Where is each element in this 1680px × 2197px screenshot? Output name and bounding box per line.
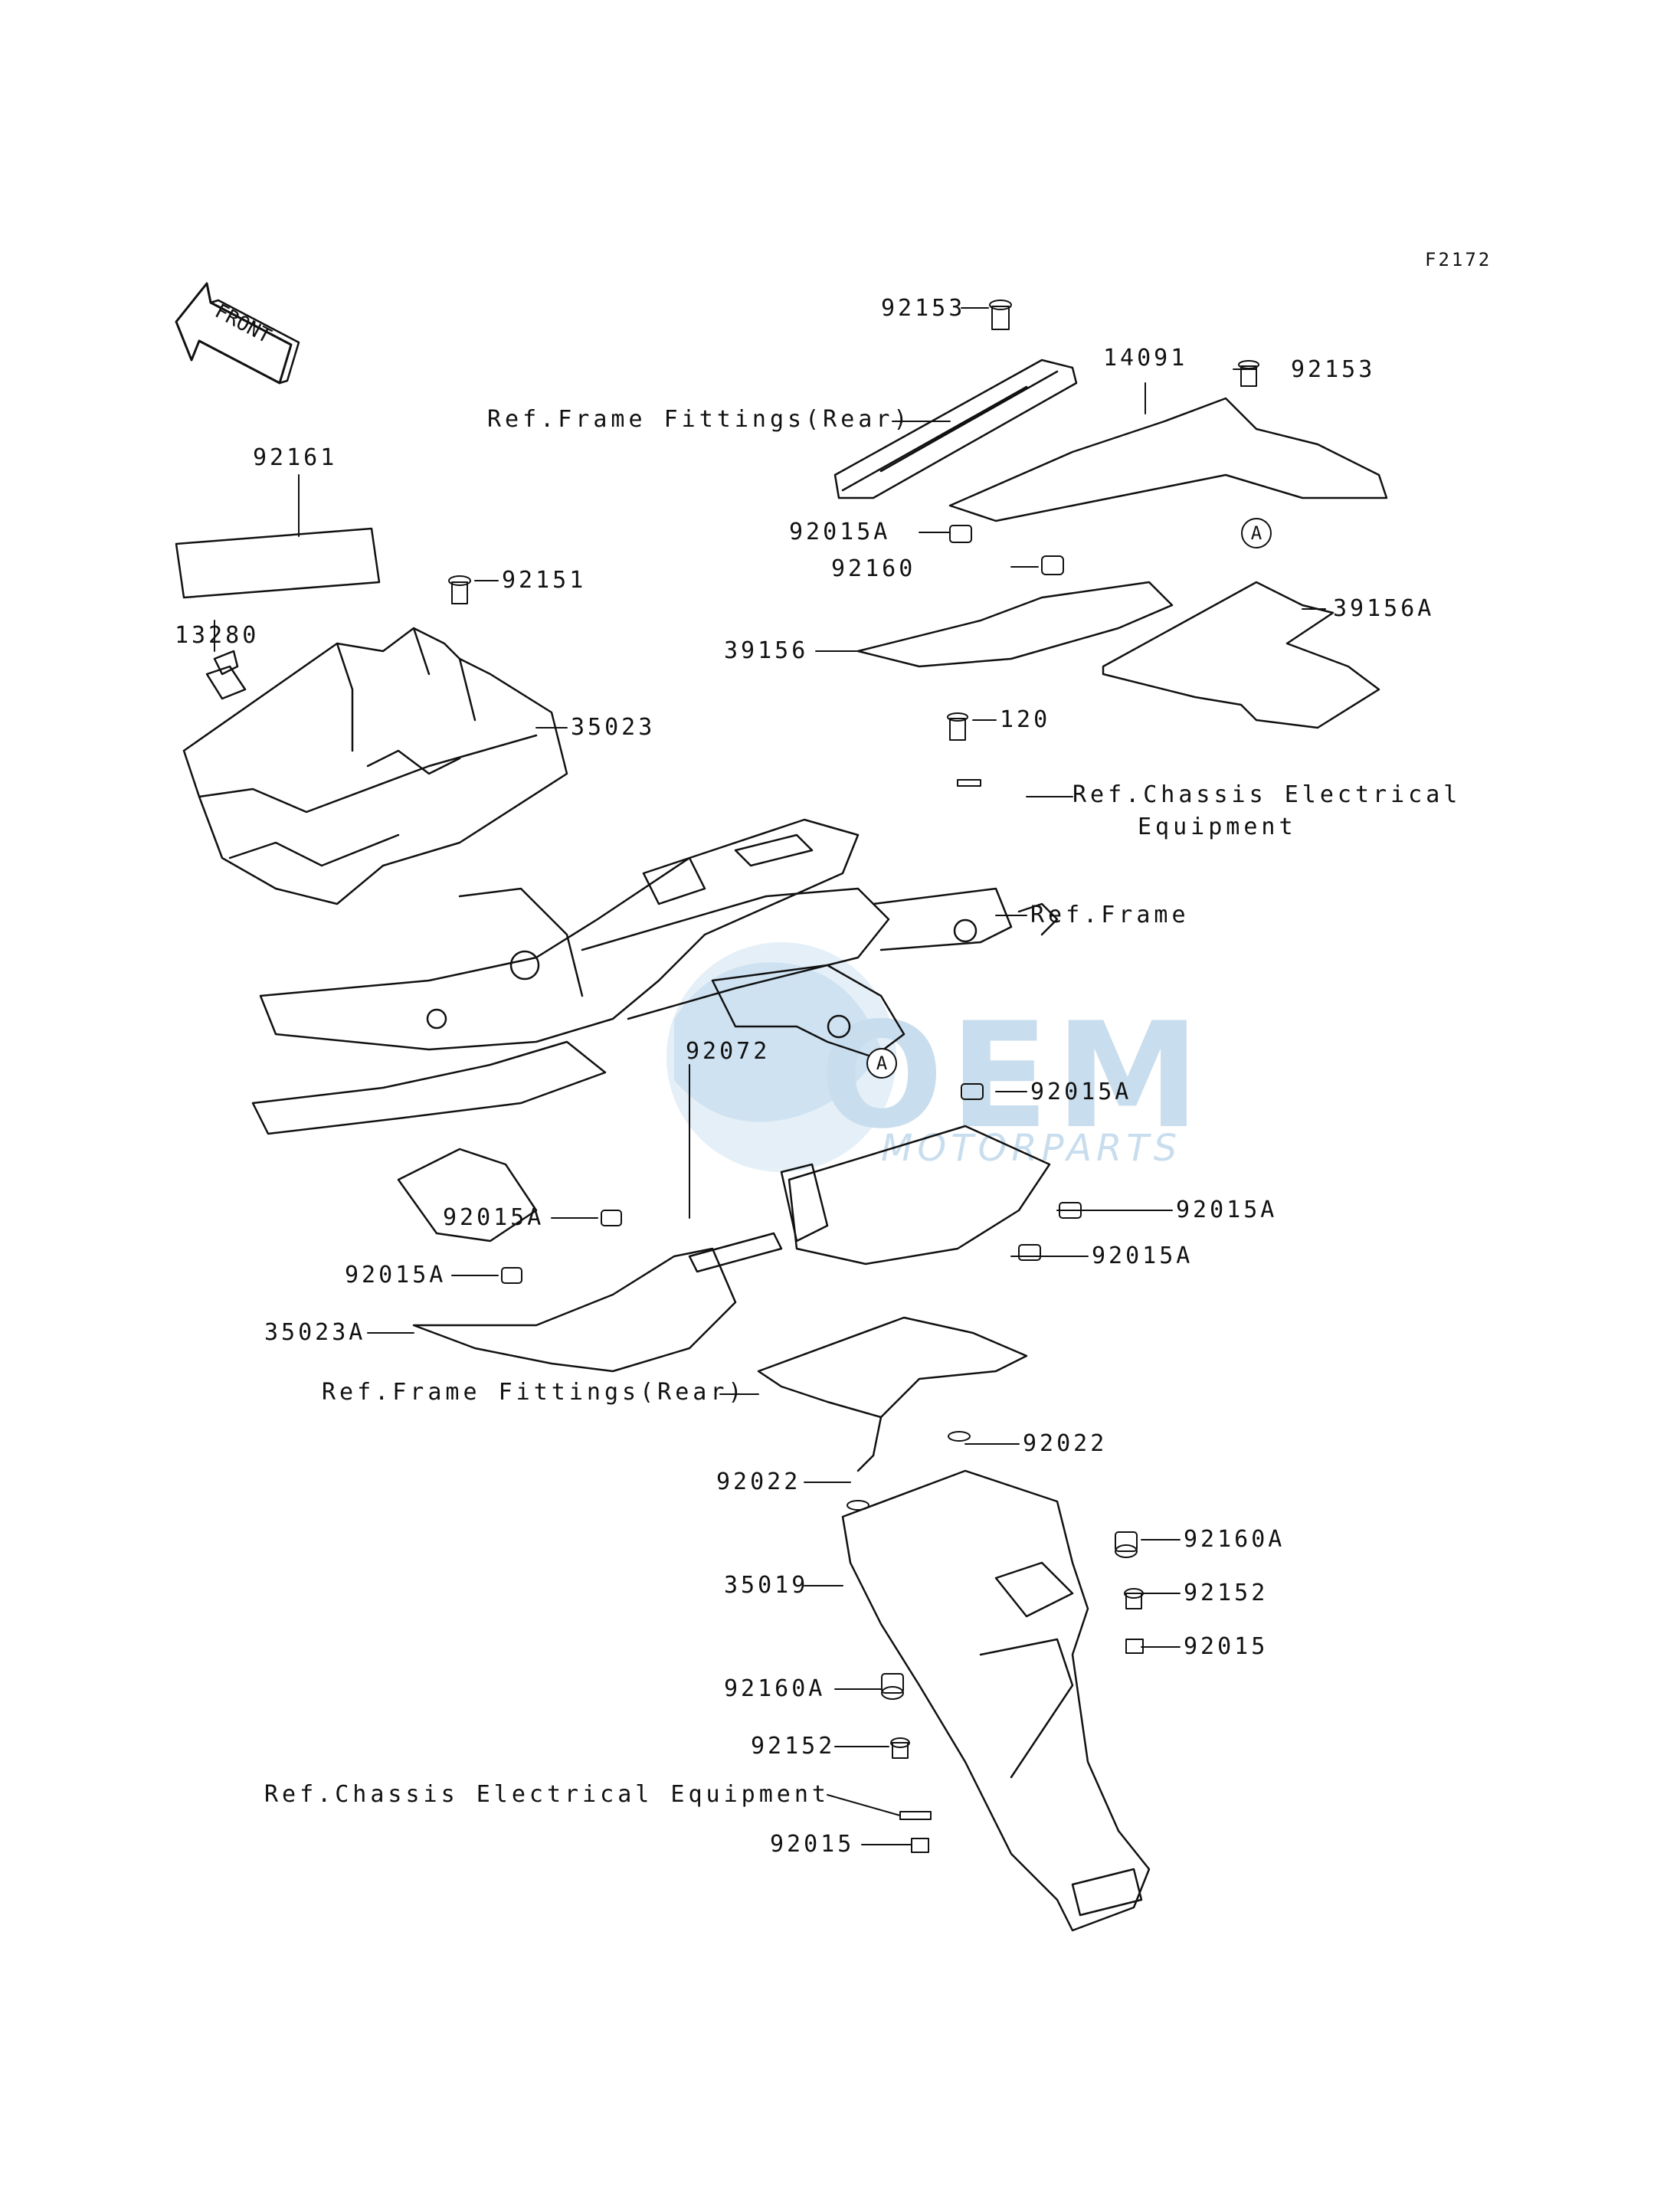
- part-35019-fender: [841, 1469, 1151, 1932]
- part-label-92015[interactable]: 92015: [1184, 1633, 1269, 1660]
- part-35023-tray: [182, 627, 568, 905]
- part-13280-clip: [205, 650, 247, 700]
- part-92072-strap: [688, 1232, 783, 1273]
- part-label-ref-frame-fittings-rear[interactable]: Ref.Frame Fittings(Rear): [487, 406, 912, 433]
- part-label-92152[interactable]: 92152: [751, 1733, 836, 1760]
- part-label-ref-chassis-electrical-equipment[interactable]: Ref.Chassis Electrical Equipment: [264, 1781, 830, 1808]
- part-label-92015A[interactable]: 92015A: [443, 1204, 545, 1231]
- callout-a: A: [1241, 518, 1272, 548]
- part-label-92022[interactable]: 92022: [716, 1468, 801, 1495]
- part-label-92072[interactable]: 92072: [686, 1038, 771, 1065]
- part-frame-assembly: [251, 818, 1059, 1243]
- figure-code: F2172: [1425, 249, 1492, 270]
- watermark-sub: MOTORPARTS: [881, 1127, 1181, 1170]
- part-35023A-under-tray: [412, 1247, 737, 1373]
- part-label-92015A[interactable]: 92015A: [789, 519, 891, 545]
- part-label-92160[interactable]: 92160: [831, 555, 916, 582]
- part-label-ref-chassis-electrical[interactable]: Ref.Chassis Electrical: [1073, 781, 1462, 808]
- part-label-35019[interactable]: 35019: [724, 1572, 809, 1599]
- part-label-92015A[interactable]: 92015A: [1030, 1079, 1132, 1105]
- part-label-92015[interactable]: 92015: [770, 1831, 855, 1858]
- watermark-logo: OEM MOTORPARTS: [666, 942, 1200, 1172]
- part-label-92015A[interactable]: 92015A: [1092, 1243, 1194, 1269]
- part-label-92153[interactable]: 92153: [1291, 356, 1376, 383]
- part-bracket: [757, 1316, 1028, 1419]
- part-label-39156[interactable]: 39156: [724, 637, 809, 664]
- part-39156A-mat: [1102, 581, 1380, 729]
- part-label-92151[interactable]: 92151: [502, 567, 587, 594]
- part-label-92022[interactable]: 92022: [1023, 1430, 1108, 1457]
- part-top-rail: [833, 359, 1078, 499]
- leader-lines: [214, 307, 1326, 1845]
- part-label-120[interactable]: 120: [1000, 706, 1051, 733]
- part-label-13280[interactable]: 13280: [175, 622, 260, 649]
- part-label-92160A[interactable]: 92160A: [1184, 1526, 1285, 1553]
- part-label-92160A[interactable]: 92160A: [724, 1675, 826, 1702]
- part-label-92161[interactable]: 92161: [253, 444, 338, 471]
- part-label-92152[interactable]: 92152: [1184, 1580, 1269, 1606]
- part-label-92153[interactable]: 92153: [881, 295, 966, 322]
- part-label-ref-frame-fittings-rear[interactable]: Ref.Frame Fittings(Rear): [322, 1379, 746, 1406]
- part-battery-case: [788, 1125, 1051, 1265]
- part-label-39156A[interactable]: 39156A: [1333, 595, 1435, 622]
- part-14091-cover: [948, 397, 1388, 522]
- part-label-ref-chassis-equipment[interactable]: Equipment: [1138, 814, 1297, 840]
- part-label-35023A[interactable]: 35023A: [264, 1319, 366, 1346]
- callout-a: A: [866, 1048, 897, 1079]
- front-arrow-icon: FRONT: [175, 282, 300, 385]
- part-label-35023[interactable]: 35023: [571, 714, 656, 741]
- part-label-92015A[interactable]: 92015A: [1176, 1197, 1278, 1223]
- part-92161-sheet: [175, 527, 381, 599]
- part-label-14091[interactable]: 14091: [1103, 345, 1188, 372]
- part-label-ref-frame[interactable]: Ref.Frame: [1030, 902, 1190, 928]
- part-39156-mat: [856, 581, 1174, 668]
- part-label-92015A[interactable]: 92015A: [345, 1262, 447, 1288]
